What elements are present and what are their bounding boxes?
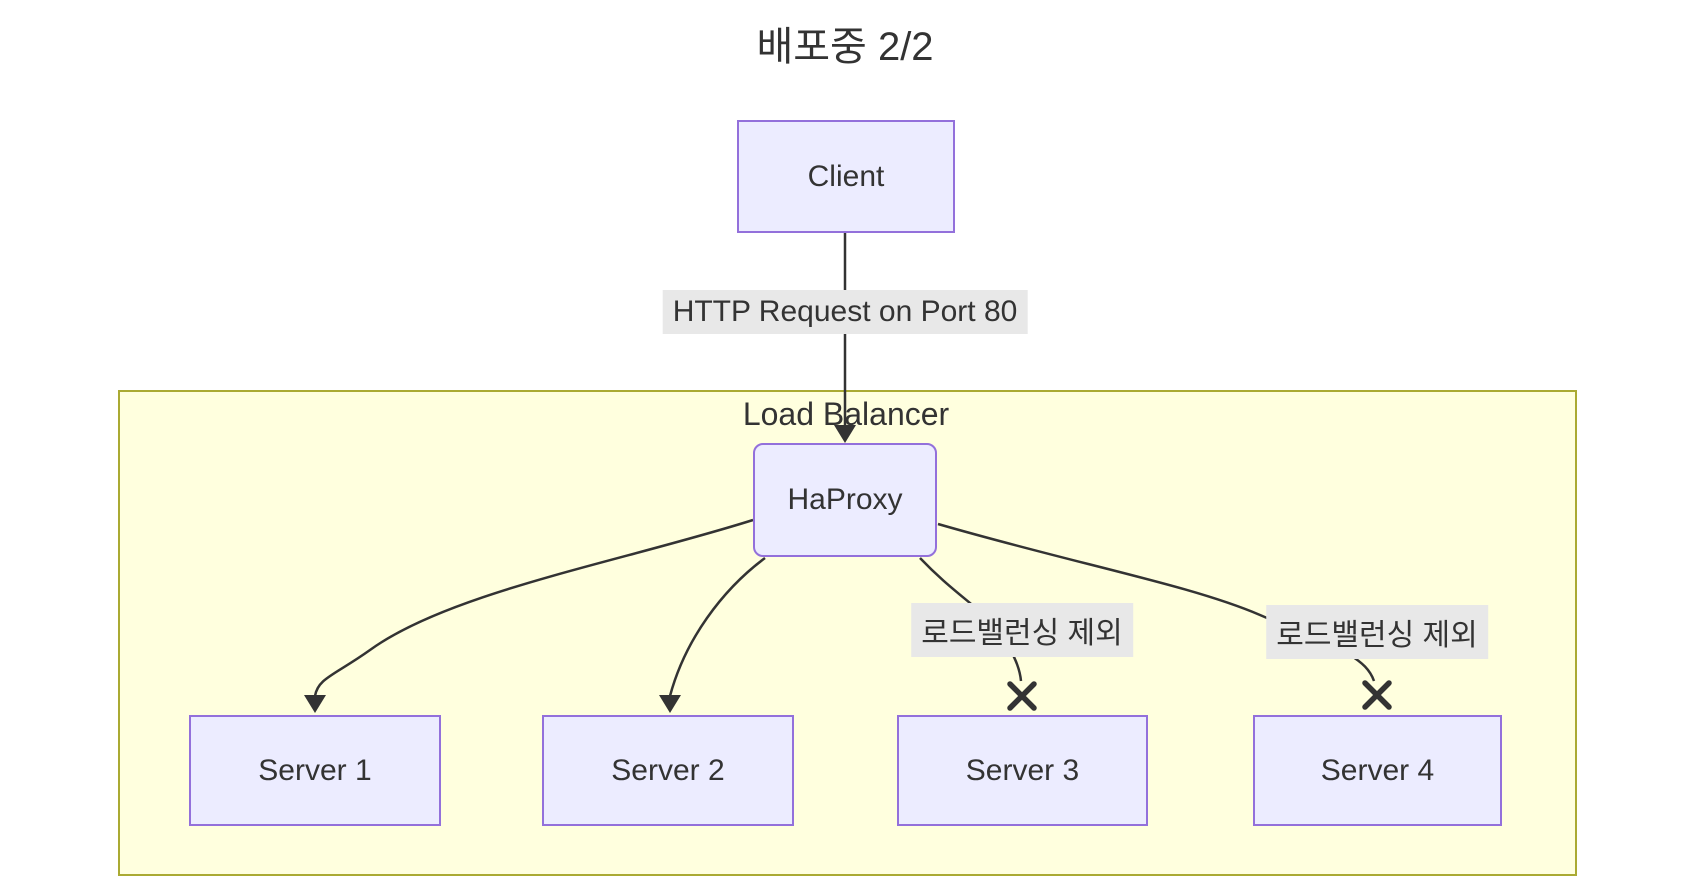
edge-label-http-request: HTTP Request on Port 80: [662, 290, 1028, 334]
arrowhead-icon: [659, 695, 681, 713]
node-server4-label: Server 4: [1320, 753, 1435, 787]
edge-haproxy-server1: [304, 518, 754, 713]
cluster-load-balancer-label: Load Balancer: [742, 396, 950, 432]
edge-haproxy-server2: [659, 556, 766, 713]
node-client-label: Client: [807, 159, 885, 193]
diagram-title: 배포중 2/2: [756, 25, 934, 69]
x-marker-icon: [1362, 680, 1392, 710]
edge-haproxy-server2-line: [668, 556, 766, 697]
node-server1-label: Server 1: [258, 753, 372, 787]
node-client: Client: [737, 120, 955, 233]
x-marker-icon: [1007, 681, 1037, 711]
node-server2: Server 2: [542, 715, 794, 826]
node-haproxy: HaProxy: [753, 443, 937, 557]
node-server3-label: Server 3: [965, 753, 1080, 787]
arrowhead-icon: [304, 695, 326, 713]
node-server2-label: Server 2: [611, 753, 725, 787]
node-server1: Server 1: [189, 715, 441, 826]
node-server4: Server 4: [1253, 715, 1502, 826]
edge-haproxy-server1-line: [313, 518, 754, 697]
arrowhead-icon: [834, 425, 856, 443]
node-server3: Server 3: [897, 715, 1148, 826]
edge-label-exclude-server3: 로드밸런싱 제외: [911, 603, 1133, 657]
edge-label-exclude-server4: 로드밸런싱 제외: [1266, 605, 1488, 659]
node-haproxy-label: HaProxy: [787, 483, 903, 516]
